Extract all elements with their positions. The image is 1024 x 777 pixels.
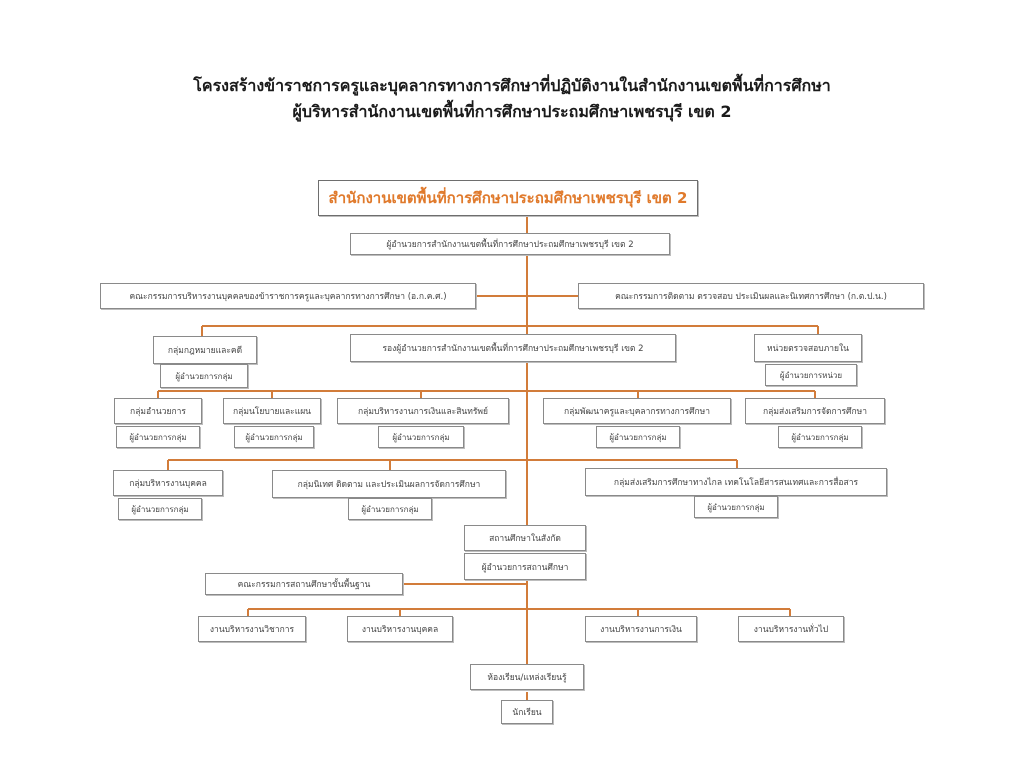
finance-work-box: งานบริหารงานการเงิน bbox=[585, 616, 697, 642]
committee-left-box: คณะกรรมการบริหารงานบุคคลของข้าราชการครูแ… bbox=[100, 283, 476, 309]
distance-ict-group-box: กลุ่มส่งเสริมการศึกษาทางไกล เทคโนโลยีสาร… bbox=[585, 468, 887, 496]
personnel-group-box: กลุ่มบริหารงานบุคคล bbox=[113, 470, 223, 496]
policy-group-head-box: ผู้อำนวยการกลุ่ม bbox=[234, 426, 314, 448]
legal-group-box: กลุ่มกฎหมายและคดี bbox=[153, 336, 257, 364]
supervision-group-box: กลุ่มนิเทศ ติดตาม และประเมินผลการจัดการศ… bbox=[272, 470, 506, 498]
personnel-group-head-box: ผู้อำนวยการกลุ่ม bbox=[118, 498, 202, 520]
teacher-dev-group-box: กลุ่มพัฒนาครูและบุคลากรทางการศึกษา bbox=[543, 398, 731, 424]
admin-group-head-box: ผู้อำนวยการกลุ่ม bbox=[116, 426, 200, 448]
basic-ed-committee-box: คณะกรรมการสถานศึกษาขั้นพื้นฐาน bbox=[205, 573, 403, 595]
admin-group-box: กลุ่มอำนวยการ bbox=[114, 398, 202, 424]
academic-work-box: งานบริหารงานวิชาการ bbox=[198, 616, 306, 642]
legal-group-head-box: ผู้อำนวยการกลุ่ม bbox=[160, 364, 248, 388]
distance-ict-group-head-box: ผู้อำนวยการกลุ่ม bbox=[694, 496, 778, 518]
committee-right-box: คณะกรรมการติดตาม ตรวจสอบ ประเมินผลและนิเ… bbox=[578, 283, 924, 309]
finance-group-head-box: ผู้อำนวยการกลุ่ม bbox=[378, 426, 464, 448]
general-work-box: งานบริหารงานทั่วไป bbox=[738, 616, 844, 642]
students-box: นักเรียน bbox=[501, 700, 553, 724]
education-promo-group-head-box: ผู้อำนวยการกลุ่ม bbox=[778, 426, 862, 448]
office-title-box: สำนักงานเขตพื้นที่การศึกษาประถมศึกษาเพชร… bbox=[318, 180, 698, 216]
policy-group-box: กลุ่มนโยบายและแผน bbox=[223, 398, 321, 424]
teacher-dev-group-head-box: ผู้อำนวยการกลุ่ม bbox=[596, 426, 680, 448]
audit-unit-box: หน่วยตรวจสอบภายใน bbox=[754, 334, 862, 362]
finance-group-box: กลุ่มบริหารงานการเงินและสินทรัพย์ bbox=[337, 398, 509, 424]
director-box: ผู้อำนวยการสำนักงานเขตพื้นที่การศึกษาประ… bbox=[350, 233, 670, 255]
personnel-work-box: งานบริหารงานบุคคล bbox=[347, 616, 453, 642]
school-director-box: ผู้อำนวยการสถานศึกษา bbox=[464, 553, 586, 580]
supervision-group-head-box: ผู้อำนวยการกลุ่ม bbox=[348, 498, 432, 520]
deputy-director-box: รองผู้อำนวยการสำนักงานเขตพื้นที่การศึกษา… bbox=[350, 334, 676, 362]
classroom-box: ห้องเรียน/แหล่งเรียนรู้ bbox=[470, 664, 584, 690]
audit-unit-head-box: ผู้อำนวยการหน่วย bbox=[765, 364, 857, 386]
page-title-line-1: โครงสร้างข้าราชการครูและบุคลากรทางการศึก… bbox=[193, 76, 831, 95]
page-title-line-2: ผู้บริหารสำนักงานเขตพื้นที่การศึกษาประถม… bbox=[292, 102, 732, 121]
education-promo-group-box: กลุ่มส่งเสริมการจัดการศึกษา bbox=[745, 398, 885, 424]
schools-box: สถานศึกษาในสังกัด bbox=[464, 525, 586, 551]
